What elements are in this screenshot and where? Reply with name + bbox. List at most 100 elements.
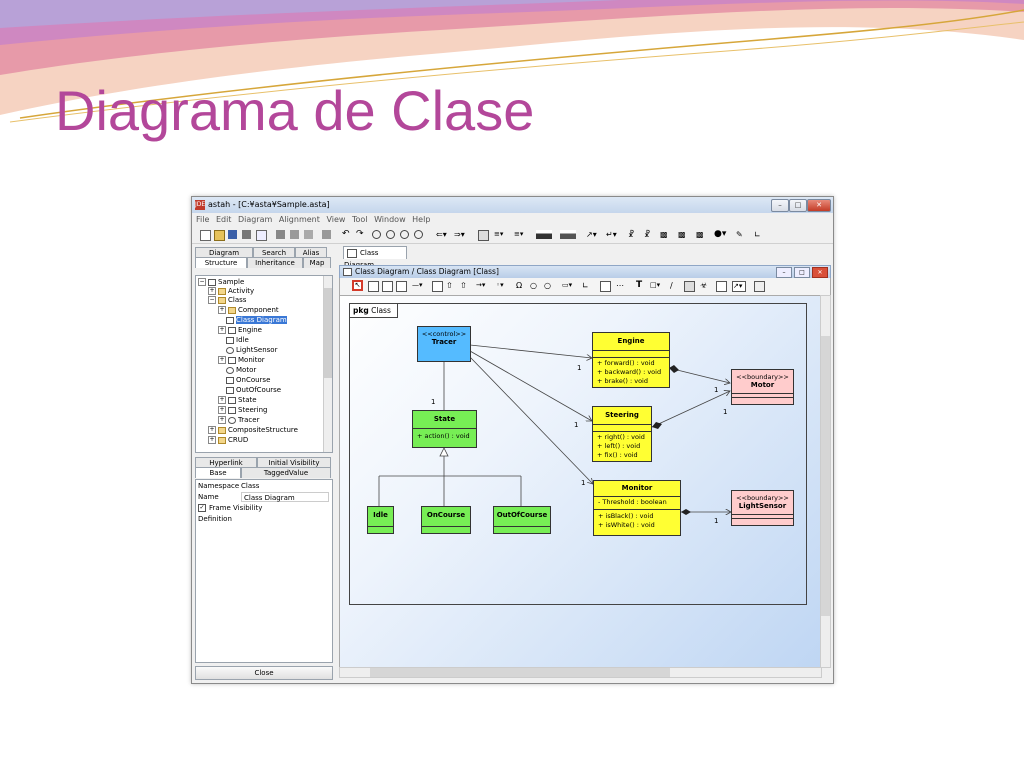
image-tool-icon[interactable] [684,281,695,292]
generalization-tool-icon[interactable]: ⇧ [446,281,453,290]
interface-tool-icon[interactable]: Ω [516,281,523,290]
frame-visibility-row[interactable]: ✓Frame Visibility [198,504,262,513]
tab-structure[interactable]: Structure [195,257,247,268]
package-tool-icon[interactable] [382,281,393,292]
tree-node-oncourse[interactable]: OnCourse [226,376,270,385]
menu-window[interactable]: Window [374,215,406,224]
canvas-vertical-scrollbar[interactable] [820,295,831,668]
name-field[interactable]: Class Diagram [241,492,329,502]
align-icon[interactable]: ≡▾ [494,230,504,238]
edit-tool-icon[interactable]: ✎ [736,230,743,239]
layout-b-icon[interactable]: ▩ [678,230,686,239]
tree-node-crud[interactable]: +CRUD [208,436,249,444]
note-tool-icon[interactable] [600,281,611,292]
menu-alignment[interactable]: Alignment [278,215,320,224]
tree-scrollbar[interactable] [323,276,332,452]
class-motor[interactable]: <<boundary>> Motor [731,369,794,405]
line-color-icon[interactable] [536,230,552,239]
fill-color-icon[interactable] [560,230,576,239]
class-monitor[interactable]: Monitor - Threshold : boolean + isBlack(… [593,480,681,536]
select-tool-icon[interactable]: ↖ [352,280,363,291]
redo-icon[interactable]: ↷ [356,229,364,239]
connector-icon[interactable]: ∟ [754,230,761,239]
class-engine[interactable]: Engine + forward() : void + backward() :… [592,332,670,388]
menu-tool[interactable]: Tool [351,215,368,224]
control-tool-icon[interactable]: ○ [544,281,551,290]
tree-node-engine[interactable]: +Engine [218,326,262,334]
tree-node-sample[interactable]: −Sample [198,278,245,286]
tab-alias[interactable]: Alias [295,247,327,258]
frame-visibility-checkbox[interactable]: ✓ [198,504,206,512]
cut-icon[interactable] [276,230,285,239]
tab-map[interactable]: Map [303,257,331,268]
association-tool-icon[interactable]: —▾ [412,281,423,289]
menu-view[interactable]: View [326,215,346,224]
zoom-out-icon[interactable] [400,230,409,239]
class-outofcourse[interactable]: OutOfCourse [493,506,551,534]
zoom-in-icon[interactable] [386,230,395,239]
class-tracer[interactable]: <<control>> Tracer [417,326,471,362]
tab-diagram[interactable]: Diagram [195,247,253,258]
undo-icon[interactable]: ↶ [342,229,350,239]
canvas-horizontal-scrollbar[interactable] [339,667,822,678]
frame-tool-icon[interactable] [716,281,727,292]
tab-search[interactable]: Search [253,247,295,258]
class-tool-icon[interactable] [368,281,379,292]
tab-inheritance[interactable]: Inheritance [247,257,303,268]
minimize-button[interactable]: – [771,199,789,212]
circle-menu-icon[interactable]: ●▾ [714,229,727,239]
note-anchor-tool-icon[interactable]: ⋯ [616,281,624,290]
close-button[interactable]: Close [195,666,333,680]
pen-tool-icon[interactable]: ↗▾ [732,281,746,292]
class-state[interactable]: State + action() : void [412,410,477,448]
link-tool-icon[interactable]: ∟ [582,281,589,290]
tab-taggedvalue[interactable]: TaggedValue [241,467,331,478]
layout-c-icon[interactable]: ▩ [696,230,704,239]
rectangle-tool-icon[interactable]: □▾ [650,281,661,289]
forward-icon[interactable]: ⇒▾ [454,230,465,239]
tab-class-diagram[interactable]: Class Diagram [343,246,407,269]
copy-icon[interactable] [290,230,299,239]
class-steering[interactable]: Steering + right() : void + left() : voi… [592,406,652,462]
tree-node-state[interactable]: +State [218,396,257,404]
paste-icon[interactable] [304,230,313,239]
tree-node-motor[interactable]: Motor [226,366,256,375]
realization-tool-icon[interactable]: ⇧ [460,281,467,290]
line-style-icon[interactable]: ↗▾ [586,230,597,239]
zoom-fit-icon[interactable] [414,230,423,239]
tree-node-outofcourse[interactable]: OutOfCourse [226,386,281,395]
tree-node-tracer[interactable]: +Tracer [218,416,260,424]
stamp-tool-icon[interactable] [754,281,765,292]
layout-a-icon[interactable]: ▩ [660,230,668,239]
menu-edit[interactable]: Edit [215,215,232,224]
line-tool-icon[interactable]: ∕ [670,281,673,290]
tree-layout-icon[interactable]: ☧ [628,230,635,239]
zoom-icon[interactable] [372,230,381,239]
open-folder-icon[interactable] [214,230,225,241]
new-file-icon[interactable] [200,230,211,241]
class-oncourse[interactable]: OnCourse [421,506,471,534]
instance-tool-icon[interactable]: ▭▾ [562,281,573,289]
subsystem-tool-icon[interactable] [396,281,407,292]
diagram-restore-button[interactable]: □ [794,267,810,278]
diagram-minimize-button[interactable]: – [776,267,792,278]
tree-node-class-diagram[interactable]: Class Diagram [226,316,287,325]
diagram-canvas[interactable]: pkg Class [339,295,821,668]
save-icon[interactable] [228,230,237,239]
diagram-close-button[interactable]: ✕ [812,267,828,278]
tree-node-class[interactable]: −Class [208,296,247,304]
tab-hyperlink[interactable]: Hyperlink [195,457,257,468]
tree-node-component[interactable]: +Component [218,306,279,314]
association-class-tool-icon[interactable] [432,281,443,292]
print-preview-icon[interactable] [256,230,267,241]
close-window-button[interactable]: ✕ [807,199,831,212]
tree-node-lightsensor[interactable]: LightSensor [226,346,277,355]
menu-diagram[interactable]: Diagram [237,215,273,224]
route-icon[interactable]: ↵▾ [606,230,617,239]
class-lightsensor[interactable]: <<boundary>> LightSensor [731,490,794,526]
tab-initial-visibility[interactable]: Initial Visibility [257,457,331,468]
hierarchy-icon[interactable]: ☧ [644,230,651,239]
tree-node-activity[interactable]: +Activity [208,287,255,295]
actor-tool-icon[interactable]: ☣ [700,281,708,290]
class-idle[interactable]: Idle [367,506,394,534]
